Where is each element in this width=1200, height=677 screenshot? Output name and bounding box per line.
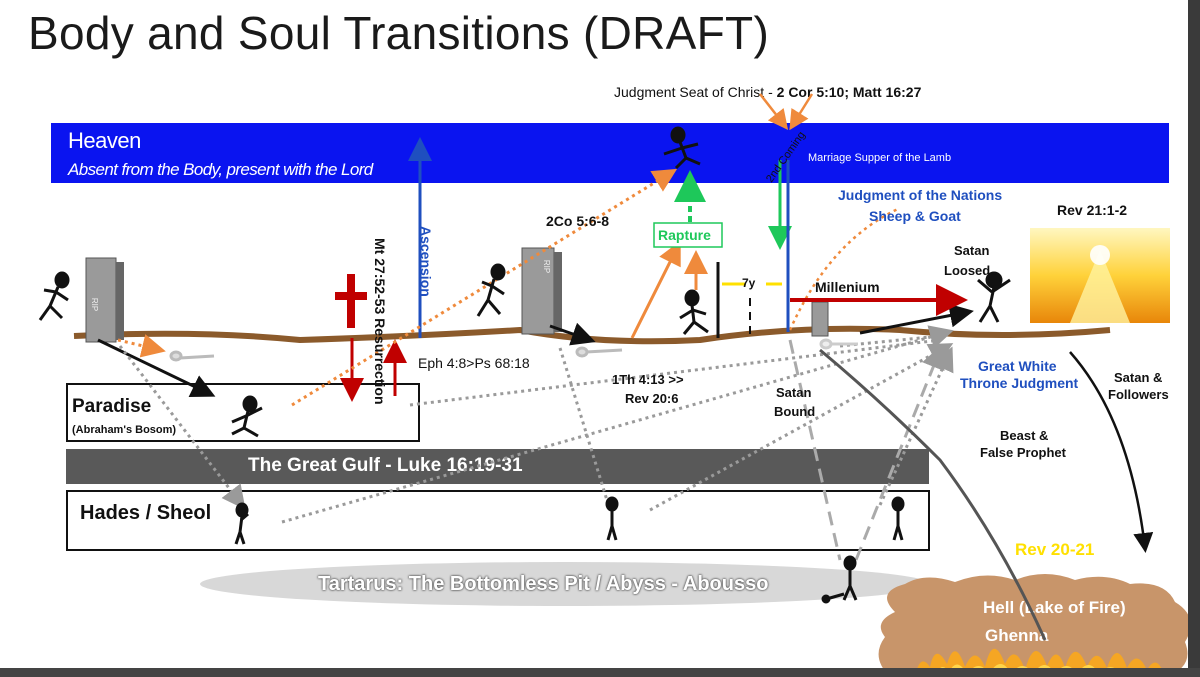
judgment-seat-refs: 2 Cor 5:10; Matt 16:27 xyxy=(776,84,922,100)
beast-label-2: False Prophet xyxy=(980,445,1066,460)
sheep-goat-label: Sheep & Goat xyxy=(869,208,961,224)
satan-followers-label-2: Followers xyxy=(1108,387,1169,402)
right-edge-bar xyxy=(1188,0,1200,677)
paradise-subtitle: (Abraham's Bosom) xyxy=(72,424,177,436)
judgment-nations-label: Judgment of the Nations xyxy=(838,187,1003,203)
rip-label-1: RIP xyxy=(90,297,100,312)
cross-icon xyxy=(347,274,355,328)
judgment-seat-prefix: Judgment Seat of Christ - xyxy=(614,84,777,100)
hell-label-1: Hell (Lake of Fire) xyxy=(983,598,1126,617)
1th-label-1: 1Th 4:13 >> xyxy=(612,372,684,387)
resurrection-label: Mt 27:52-53 Resurrection xyxy=(372,238,388,405)
2co-label: 2Co 5:6-8 xyxy=(546,213,610,229)
bottom-edge-bar xyxy=(0,668,1200,677)
marriage-supper-label: Marriage Supper of the Lamb xyxy=(808,152,952,164)
stick-figure-rapture xyxy=(679,289,709,335)
hell-label-2: Ghenna xyxy=(985,626,1049,645)
beast-label-1: Beast & xyxy=(1000,428,1049,443)
body-lying-2 xyxy=(575,346,623,358)
earth-line xyxy=(73,325,1111,345)
rapture-label: Rapture xyxy=(658,227,711,243)
great-gulf-label: The Great Gulf - Luke 16:19-31 xyxy=(248,455,523,476)
paradise-title: Paradise xyxy=(72,396,152,417)
heaven-subtitle: Absent from the Body, present with the L… xyxy=(68,160,373,179)
satan-figure xyxy=(977,271,1011,323)
judgment-seat-label: Judgment Seat of Christ - 2 Cor 5:10; Ma… xyxy=(614,84,921,100)
heaven-title: Heaven xyxy=(68,128,141,153)
rip-label-2: RIP xyxy=(542,259,552,274)
stick-figure-running-1 xyxy=(38,271,70,321)
eph-label: Eph 4:8>Ps 68:18 xyxy=(418,355,530,371)
satan-bound-label-2: Bound xyxy=(774,404,816,419)
seven-years-label: 7y xyxy=(742,276,756,290)
gwt-label-1: Great White xyxy=(978,358,1057,374)
hades-label: Hades / Sheol xyxy=(80,502,212,524)
body-lying-1 xyxy=(169,350,215,362)
satan-bound-label-1: Satan xyxy=(776,385,812,400)
satan-followers-label-1: Satan & xyxy=(1114,370,1163,385)
tombstone-3 xyxy=(811,301,829,337)
hell-fire-cloud xyxy=(878,574,1191,677)
stick-figure-running-2 xyxy=(476,263,506,317)
satan-loosed-label-1: Satan xyxy=(954,243,990,258)
rev21-label: Rev 21:1-2 xyxy=(1057,202,1128,218)
1th-label-2: Rev 20:6 xyxy=(625,391,679,406)
ascension-label: Ascension xyxy=(418,226,434,297)
rev-20-21-label: Rev 20-21 xyxy=(1015,540,1095,559)
gwt-label-2: Throne Judgment xyxy=(960,375,1079,391)
body-lying-3 xyxy=(819,338,858,350)
page-title: Body and Soul Transitions (DRAFT) xyxy=(28,7,770,59)
tartarus-ellipse xyxy=(200,562,930,606)
millenium-label: Millenium xyxy=(815,279,880,295)
satan-loosed-label-2: Loosed xyxy=(944,263,991,278)
tartarus-label: Tartarus: The Bottomless Pit / Abyss - A… xyxy=(318,573,769,595)
new-jerusalem-image xyxy=(1030,228,1170,323)
